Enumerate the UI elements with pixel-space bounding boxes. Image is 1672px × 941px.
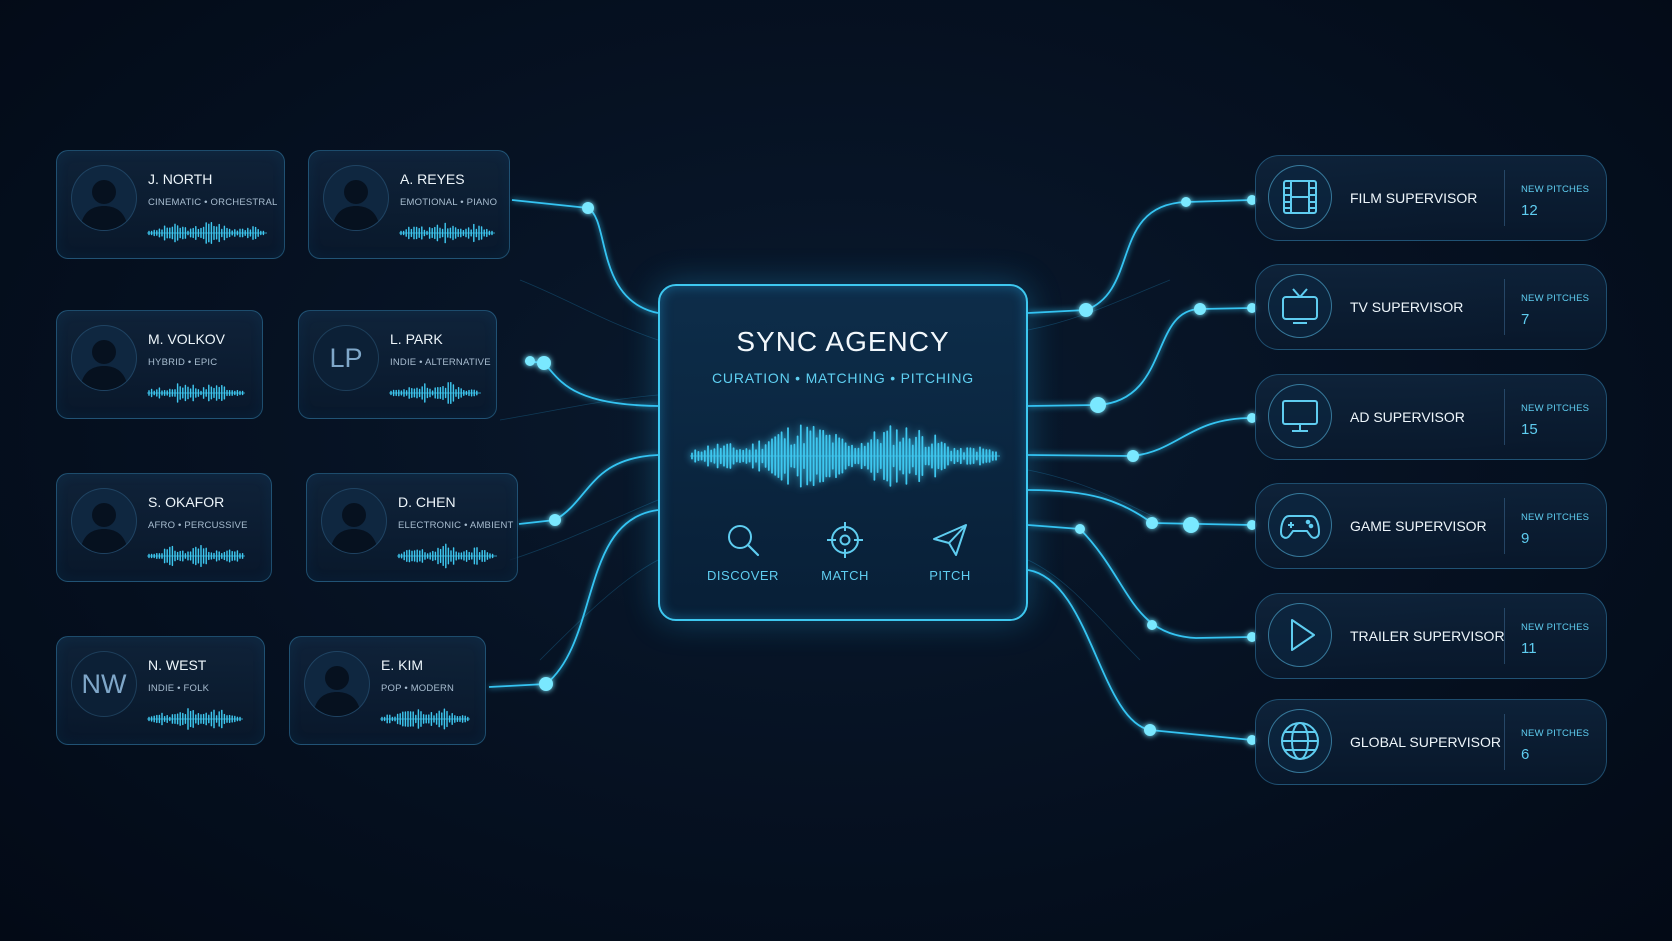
artist-card-l-park[interactable]: LP L. PARK INDIE • ALTERNATIVE bbox=[298, 310, 497, 419]
new-pitches-count: 6 bbox=[1521, 746, 1530, 763]
supervisor-label: TV SUPERVISOR bbox=[1350, 299, 1464, 315]
hub-title: SYNC AGENCY bbox=[736, 326, 950, 357]
new-pitches-count: 11 bbox=[1521, 640, 1537, 657]
artist-tags: CINEMATIC • ORCHESTRAL bbox=[148, 197, 278, 208]
artist-name: M. VOLKOV bbox=[148, 331, 226, 347]
monitor-icon bbox=[1268, 384, 1332, 448]
waveform-icon bbox=[147, 222, 267, 244]
new-pitches-label: NEW PITCHES bbox=[1521, 728, 1590, 739]
divider bbox=[1504, 714, 1505, 770]
supervisor-card-global[interactable]: GLOBAL SUPERVISOR NEW PITCHES 6 bbox=[1255, 699, 1607, 785]
new-pitches-count: 15 bbox=[1521, 421, 1538, 438]
match-button[interactable]: MATCH bbox=[800, 520, 890, 583]
action-label: MATCH bbox=[821, 568, 869, 583]
target-icon bbox=[827, 522, 863, 558]
pitch-button[interactable]: PITCH bbox=[905, 520, 995, 583]
divider bbox=[1504, 608, 1505, 664]
divider bbox=[1504, 279, 1505, 335]
search-icon bbox=[728, 525, 760, 557]
supervisor-label: TRAILER SUPERVISOR bbox=[1350, 628, 1505, 644]
avatar bbox=[71, 165, 137, 231]
new-pitches-label: NEW PITCHES bbox=[1521, 293, 1590, 304]
artist-tags: AFRO • PERCUSSIVE bbox=[148, 520, 248, 531]
supervisor-card-ad[interactable]: AD SUPERVISOR NEW PITCHES 15 bbox=[1255, 374, 1607, 460]
supervisor-card-tv[interactable]: TV SUPERVISOR NEW PITCHES 7 bbox=[1255, 264, 1607, 350]
sync-agency-hub: SYNC AGENCY CURATION • MATCHING • PITCHI… bbox=[658, 284, 1028, 621]
action-label: PITCH bbox=[929, 568, 971, 583]
artist-name: N. WEST bbox=[148, 657, 207, 673]
supervisor-card-film[interactable]: FILM SUPERVISOR NEW PITCHES 12 bbox=[1255, 155, 1607, 241]
new-pitches-label: NEW PITCHES bbox=[1521, 512, 1590, 523]
artist-tags: POP • MODERN bbox=[381, 683, 455, 694]
artist-card-s-okafor[interactable]: S. OKAFOR AFRO • PERCUSSIVE bbox=[56, 473, 272, 582]
artist-card-d-chen[interactable]: D. CHEN ELECTRONIC • AMBIENT bbox=[306, 473, 518, 582]
waveform-icon bbox=[147, 544, 245, 568]
hub-subtitle: CURATION • MATCHING • PITCHING bbox=[712, 370, 974, 386]
waveform-icon bbox=[397, 543, 497, 569]
play-icon bbox=[1268, 603, 1332, 667]
supervisor-label: AD SUPERVISOR bbox=[1350, 409, 1465, 425]
waveform-icon bbox=[147, 383, 245, 403]
action-label: DISCOVER bbox=[707, 568, 779, 583]
artist-card-a-reyes[interactable]: A. REYES EMOTIONAL • PIANO bbox=[308, 150, 510, 259]
waveform-icon bbox=[399, 222, 495, 244]
discover-button[interactable]: DISCOVER bbox=[698, 520, 788, 583]
new-pitches-count: 7 bbox=[1521, 311, 1530, 328]
artist-tags: ELECTRONIC • AMBIENT bbox=[398, 520, 514, 531]
avatar: LP bbox=[313, 325, 379, 391]
new-pitches-label: NEW PITCHES bbox=[1521, 622, 1590, 633]
globe-icon bbox=[1268, 709, 1332, 773]
artist-card-m-volkov[interactable]: M. VOLKOV HYBRID • EPIC bbox=[56, 310, 263, 419]
new-pitches-label: NEW PITCHES bbox=[1521, 403, 1590, 414]
new-pitches-count: 9 bbox=[1521, 530, 1530, 547]
waveform-icon bbox=[147, 708, 243, 730]
artist-name: J. NORTH bbox=[148, 171, 213, 187]
artist-tags: INDIE • FOLK bbox=[148, 683, 210, 694]
artist-tags: EMOTIONAL • PIANO bbox=[400, 197, 498, 208]
waveform-icon bbox=[690, 424, 1000, 488]
supervisor-label: FILM SUPERVISOR bbox=[1350, 190, 1478, 206]
artist-card-n-west[interactable]: NW N. WEST INDIE • FOLK bbox=[56, 636, 265, 745]
avatar bbox=[321, 488, 387, 554]
supervisor-card-trailer[interactable]: TRAILER SUPERVISOR NEW PITCHES 11 bbox=[1255, 593, 1607, 679]
artist-name: L. PARK bbox=[390, 331, 443, 347]
supervisor-card-game[interactable]: GAME SUPERVISOR NEW PITCHES 9 bbox=[1255, 483, 1607, 569]
divider bbox=[1504, 498, 1505, 554]
new-pitches-count: 12 bbox=[1521, 202, 1538, 219]
paper-plane-icon bbox=[933, 524, 967, 556]
new-pitches-label: NEW PITCHES bbox=[1521, 184, 1590, 195]
avatar bbox=[323, 165, 389, 231]
artist-tags: HYBRID • EPIC bbox=[148, 357, 218, 368]
artist-name: E. KIM bbox=[381, 657, 424, 673]
divider bbox=[1504, 389, 1505, 445]
film-strip-icon bbox=[1268, 165, 1332, 229]
avatar bbox=[71, 488, 137, 554]
avatar bbox=[304, 651, 370, 717]
supervisor-label: GLOBAL SUPERVISOR bbox=[1350, 734, 1501, 750]
avatar bbox=[71, 325, 137, 391]
artist-name: D. CHEN bbox=[398, 494, 456, 510]
divider bbox=[1504, 170, 1505, 226]
artist-tags: INDIE • ALTERNATIVE bbox=[390, 357, 491, 368]
avatar: NW bbox=[71, 651, 137, 717]
artist-card-e-kim[interactable]: E. KIM POP • MODERN bbox=[289, 636, 486, 745]
artist-name: A. REYES bbox=[400, 171, 465, 187]
gamepad-icon bbox=[1268, 493, 1332, 557]
waveform-icon bbox=[380, 708, 470, 730]
tv-icon bbox=[1268, 274, 1332, 338]
artist-card-j-north[interactable]: J. NORTH CINEMATIC • ORCHESTRAL bbox=[56, 150, 285, 259]
waveform-icon bbox=[389, 381, 481, 405]
supervisor-label: GAME SUPERVISOR bbox=[1350, 518, 1487, 534]
artist-name: S. OKAFOR bbox=[148, 494, 225, 510]
